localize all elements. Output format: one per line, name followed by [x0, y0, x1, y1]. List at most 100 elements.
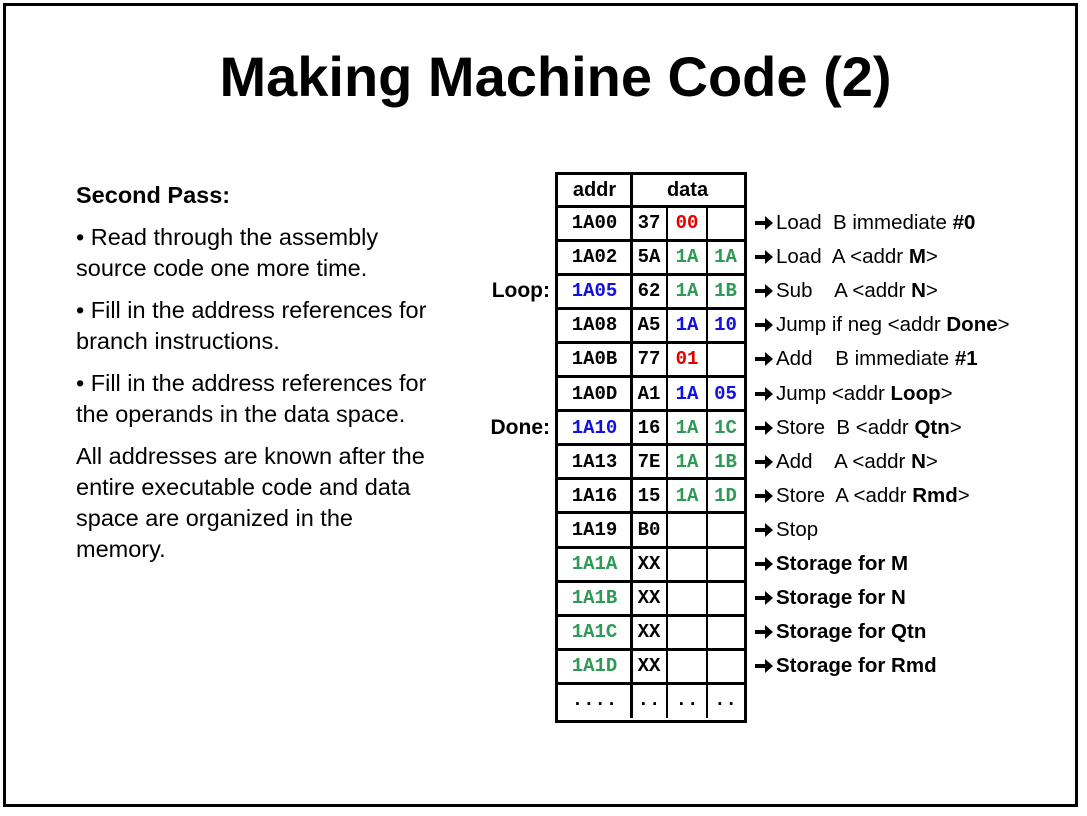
instruction-comment: Load A <addr M> [754, 245, 938, 269]
second-pass-heading: Second Pass: [76, 182, 231, 208]
memory-data-byte: 1A [675, 484, 699, 507]
comment-text: Store A <addr [776, 483, 913, 507]
comment-bold-text: M [908, 245, 926, 269]
memory-address: 1A00 [571, 212, 618, 234]
right-arrow-icon [754, 484, 776, 508]
bullet-3: • Fill in the address references for the… [76, 370, 427, 427]
table-row-divider [558, 511, 744, 515]
memory-data-byte: 1A [714, 246, 737, 269]
memory-address: 1A10 [571, 416, 618, 439]
memory-data-byte: 05 [714, 382, 737, 405]
instruction-comment: Storage for Qtn [754, 620, 926, 644]
memory-data-byte: 1A [675, 314, 699, 337]
memory-data-byte: 15 [637, 484, 661, 507]
memory-data-byte [667, 581, 707, 615]
comment-bold-text: N [911, 449, 926, 473]
comment-text: Store B <addr [776, 415, 915, 439]
right-arrow-icon [754, 416, 776, 440]
comment-bold-text: N [911, 279, 926, 303]
memory-data-byte [667, 615, 707, 649]
memory-data-byte: A5 [637, 314, 661, 337]
instruction-comment: Jump <addr Loop> [754, 382, 953, 406]
table-row-divider [558, 545, 744, 549]
memory-data-byte: .. [714, 689, 737, 712]
table-row-divider [558, 272, 744, 276]
table-row-divider [558, 238, 744, 242]
table-header-addr: addr [572, 179, 617, 201]
memory-data-byte: 00 [675, 212, 699, 234]
comment-bold-text: Loop [890, 381, 941, 405]
memory-address: .... [571, 689, 618, 712]
right-arrow-icon [754, 279, 776, 303]
comment-text: Stop [776, 517, 819, 541]
right-arrow-icon [754, 211, 776, 235]
table-row-divider [558, 204, 744, 208]
comment-bold-text: #0 [952, 211, 976, 235]
memory-data-byte: 1A [675, 280, 699, 303]
instruction-comment: Sub A <addr N> [754, 279, 938, 303]
summary-paragraph: All addresses are known after the entire… [76, 443, 425, 562]
memory-data-byte [667, 547, 707, 581]
right-arrow-icon [754, 586, 776, 610]
instruction-comment: Stop [754, 518, 818, 542]
memory-address: 1A02 [571, 246, 618, 269]
memory-address: 1A0B [571, 348, 618, 371]
memory-address: 1A0D [571, 382, 618, 405]
table-row-divider [558, 647, 744, 651]
comment-text: > [949, 415, 962, 439]
instruction-comment: Jump if neg <addr Done> [754, 313, 1010, 337]
right-arrow-icon [754, 382, 776, 406]
memory-data-byte: XX [637, 587, 661, 610]
comment-bold-text: Done [946, 313, 998, 337]
address-label: Done: [490, 415, 551, 439]
memory-address: 1A19 [571, 518, 618, 541]
right-arrow-icon [754, 552, 776, 576]
comment-bold-text: Qtn [914, 415, 950, 439]
memory-address: 1A08 [571, 314, 618, 337]
memory-data-byte: 62 [637, 280, 661, 303]
memory-data-byte: 1C [714, 416, 737, 439]
table-row-divider [558, 409, 744, 413]
memory-data-byte: A1 [637, 382, 661, 405]
comment-bold-text: Storage for M [776, 552, 909, 576]
explanation-text: Second Pass: • Read through the assembly… [76, 180, 446, 576]
table-header-data: data [666, 179, 709, 201]
memory-data-byte: 1D [714, 484, 737, 507]
table-row-divider [558, 477, 744, 481]
memory-data-byte: .. [675, 689, 699, 712]
comment-text: Add A <addr [776, 449, 912, 473]
comment-text: Load B immediate [776, 211, 953, 235]
slide-frame [3, 3, 1078, 807]
slide-title: Making Machine Code (2) [219, 45, 892, 108]
memory-address: 1A1C [571, 621, 618, 644]
memory-data-byte [707, 342, 744, 376]
memory-data-byte [707, 206, 744, 240]
comment-text: Sub A <addr [776, 279, 912, 303]
memory-data-byte: 1A [675, 450, 699, 473]
memory-data-byte [707, 649, 744, 683]
bullet-2: • Fill in the address references for bra… [76, 297, 427, 354]
memory-data-byte: 7E [637, 450, 661, 473]
memory-data-byte: 1B [714, 450, 737, 473]
comment-text: > [925, 449, 938, 473]
memory-address: 1A1A [571, 553, 618, 575]
comment-text: > [957, 483, 970, 507]
table-row-divider [558, 375, 744, 378]
table-column-divider [706, 206, 708, 718]
table-row-divider [558, 306, 744, 310]
table-row-divider [558, 579, 744, 583]
comment-text: > [940, 381, 953, 405]
comment-text: Jump <addr [776, 381, 891, 405]
memory-data-byte [707, 581, 744, 615]
memory-data-byte: 77 [637, 348, 661, 371]
memory-data-byte [707, 547, 744, 581]
comment-text: Jump if neg <addr [776, 313, 947, 337]
comment-text: Add B immediate [776, 347, 955, 371]
table-row-divider [558, 613, 744, 617]
table-column-divider [629, 175, 633, 718]
memory-data-byte: 1A [675, 416, 699, 439]
address-label: Loop: [491, 279, 550, 303]
memory-data-byte: 16 [637, 416, 661, 439]
right-arrow-icon [754, 347, 776, 371]
